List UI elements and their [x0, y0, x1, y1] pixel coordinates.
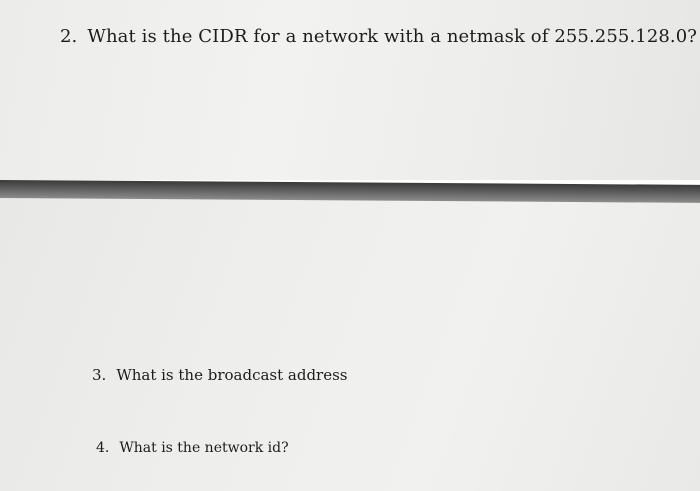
upper-paper-sheet: 2. What is the CIDR for a network with a…	[0, 0, 700, 180]
question-4: 4. What is the network id?	[96, 440, 289, 456]
question-2: 2. What is the CIDR for a network with a…	[60, 26, 697, 47]
question-2-number: 2.	[60, 26, 78, 47]
question-3-text: What is the broadcast address	[116, 366, 348, 384]
question-3-number: 3.	[92, 366, 107, 384]
question-4-number: 4.	[96, 440, 110, 456]
lower-paper-sheet	[0, 196, 700, 491]
question-2-text: What is the CIDR for a network with a ne…	[87, 26, 698, 47]
question-4-text: What is the network id?	[119, 440, 289, 456]
question-3: 3. What is the broadcast address	[92, 366, 348, 384]
